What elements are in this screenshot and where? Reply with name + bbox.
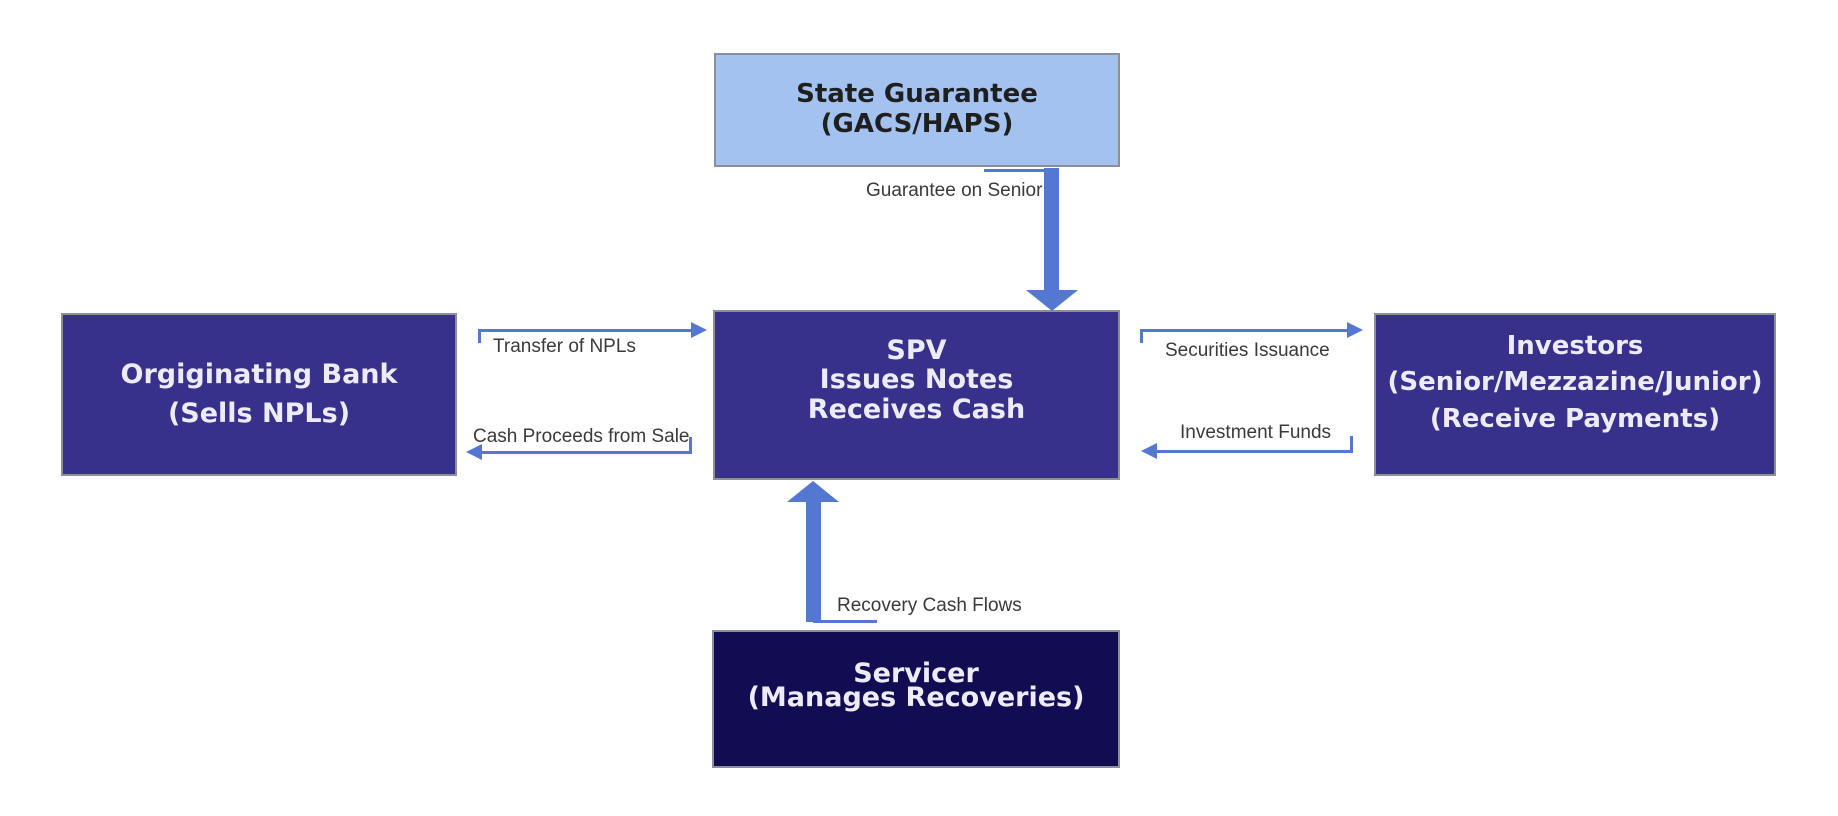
node-spv: SPV Issues Notes Receives Cash (713, 310, 1120, 480)
right-arrow-head-icon (691, 322, 707, 338)
edge-label-transfer-of-npls: Transfer of NPLs (493, 336, 636, 357)
node-line: Receives Cash (807, 393, 1026, 425)
start-tick (1140, 329, 1143, 343)
up-arrow-shaft (806, 502, 821, 622)
node-line: (Sells NPLs) (167, 397, 351, 429)
node-investors: Investors (Senior/Mezzazine/Junior) (Rec… (1374, 313, 1776, 476)
left-arrow-line (482, 451, 692, 454)
node-line: (Senior/Mezzazine/Junior) (1387, 367, 1763, 398)
edge-label-cash-proceeds-from-sale: Cash Proceeds from Sale (473, 426, 690, 447)
elbow-line (813, 620, 877, 623)
edge-label-investment-funds: Investment Funds (1180, 422, 1332, 443)
left-arrow-line (1157, 450, 1353, 453)
elbow-line (984, 169, 1046, 172)
edge-label-recovery-cash-flows: Recovery Cash Flows (837, 595, 1022, 616)
start-tick (478, 329, 481, 343)
node-line: (Manages Recoveries) (747, 682, 1085, 713)
right-arrow-head-icon (1347, 322, 1363, 338)
up-arrow-head-icon (787, 481, 839, 502)
node-line: Issues Notes (819, 364, 1014, 396)
node-line: Orgiginating Bank (120, 359, 398, 391)
edge-label-guarantee-on-senior: Guarantee on Senior (866, 180, 1043, 201)
down-arrow-head-icon (1026, 290, 1078, 311)
node-servicer: Servicer (Manages Recoveries) (712, 630, 1120, 768)
right-arrow-line (478, 329, 692, 332)
node-line: (Receive Payments) (1429, 403, 1721, 434)
node-originating-bank: Orgiginating Bank (Sells NPLs) (61, 313, 457, 476)
down-arrow-shaft (1044, 168, 1059, 290)
node-line: Investors (1506, 330, 1644, 361)
node-line: State Guarantee (796, 79, 1038, 110)
node-line: SPV (886, 335, 947, 367)
end-tick (689, 437, 692, 454)
node-line: Servicer (853, 658, 979, 690)
left-arrow-head-icon (466, 444, 482, 460)
node-state-guarantee: State Guarantee (GACS/HAPS) (714, 53, 1120, 167)
node-line: (GACS/HAPS) (820, 109, 1014, 139)
left-arrow-head-icon (1141, 443, 1157, 459)
end-tick (1350, 436, 1353, 453)
edge-label-securities-issuance: Securities Issuance (1165, 340, 1330, 361)
right-arrow-line (1140, 329, 1348, 332)
